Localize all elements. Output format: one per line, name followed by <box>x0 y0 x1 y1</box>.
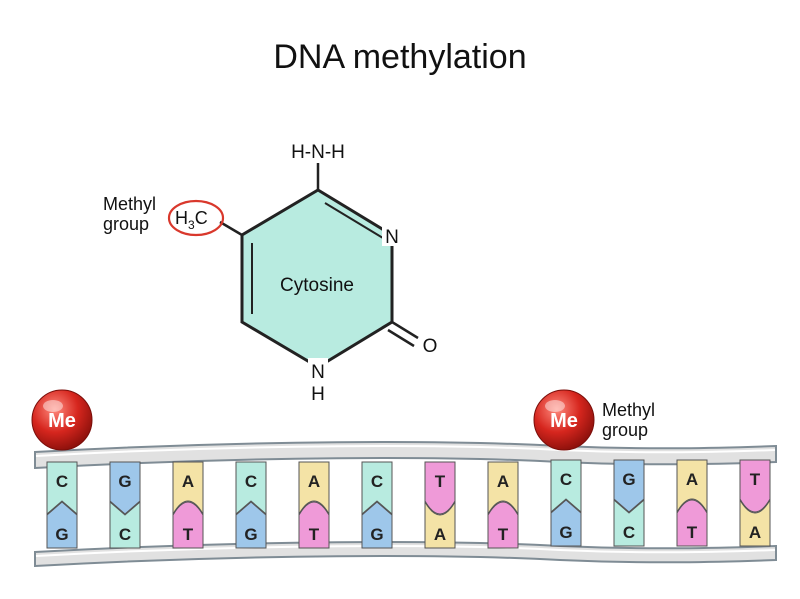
base-top <box>46 461 78 516</box>
cytosine-molecule: H-N-H N O N H Cytosine H3C <box>167 142 438 405</box>
base-top-label: A <box>497 472 509 491</box>
base-top <box>613 459 645 513</box>
base-top-label: C <box>245 472 257 491</box>
base-bottom <box>550 499 582 547</box>
methyl-label-line1: Methyl <box>602 400 656 420</box>
base-pair: CG <box>550 459 582 547</box>
base-pair: GC <box>109 461 141 549</box>
base-pair: TA <box>739 459 771 547</box>
page-title: DNA methylation <box>273 38 527 76</box>
base-bottom <box>298 501 330 549</box>
carbonyl-bond <box>391 320 419 340</box>
base-bottom <box>46 501 78 549</box>
base-top-label: G <box>118 472 131 491</box>
methyl-group-label-dna: Methyl group <box>602 400 655 440</box>
base-top <box>550 459 582 514</box>
base-bottom-label: T <box>309 525 320 544</box>
methyl-marker <box>533 389 595 451</box>
base-pair: GC <box>613 459 645 547</box>
cytosine-name-label: Cytosine <box>280 275 354 296</box>
base-bottom <box>739 498 771 547</box>
base-bottom-label: T <box>687 523 698 542</box>
methyl-bond <box>219 220 243 237</box>
methyl-marker-highlight <box>545 400 565 412</box>
base-top-label: T <box>750 470 761 489</box>
base-bottom <box>235 501 267 549</box>
methyl-highlight-ellipse <box>167 199 225 237</box>
base-top-label: C <box>560 470 572 489</box>
base-bottom <box>361 501 393 549</box>
base-bottom-label: C <box>623 523 635 542</box>
double-bond-c4-n3 <box>324 202 384 239</box>
base-bottom <box>487 501 519 549</box>
methyl-formula: H3C <box>175 208 208 232</box>
methyl-c: C <box>195 208 208 228</box>
base-pair: CG <box>46 461 78 549</box>
base-bottom <box>109 500 141 549</box>
base-bottom-label: G <box>55 525 68 544</box>
methyl-markers: Me Me <box>31 389 595 451</box>
base-bottom-label: C <box>119 525 131 544</box>
base-bottom-label: A <box>749 523 761 542</box>
base-pair: AT <box>172 461 204 549</box>
base-top <box>361 461 393 516</box>
nh-nitrogen-label: N <box>311 362 325 383</box>
methyl-h: H <box>175 208 188 228</box>
base-bottom <box>613 498 645 547</box>
methyl-group-label-molecule: Methyl group <box>103 194 156 234</box>
base-pair: AT <box>298 461 330 549</box>
base-top-label: A <box>182 472 194 491</box>
carbonyl-bond-double <box>387 328 415 348</box>
base-pair: CG <box>235 461 267 549</box>
methyl-label-line2: group <box>103 214 150 234</box>
base-bottom-label: G <box>559 523 572 542</box>
base-bottom <box>172 501 204 549</box>
base-bottom-label: G <box>244 525 257 544</box>
base-top-label: G <box>622 470 635 489</box>
methyl-marker <box>31 389 93 451</box>
base-pair: TA <box>424 461 456 549</box>
base-top <box>109 461 141 515</box>
base-top-label: T <box>435 472 446 491</box>
methyl-marker-label: Me <box>550 410 578 432</box>
methyl-label-line2: group <box>602 420 649 440</box>
methyl-marker-label: Me <box>48 410 76 432</box>
nh-hydrogen-label: H <box>311 384 325 405</box>
base-bottom <box>424 500 456 549</box>
base-bottom-label: T <box>183 525 194 544</box>
base-top-label: C <box>371 472 383 491</box>
methyl-marker-highlight <box>43 400 63 412</box>
ring-nitrogen-label: N <box>385 227 399 248</box>
base-top-label: A <box>686 470 698 489</box>
base-bottom-label: T <box>498 525 509 544</box>
base-bottom-label: G <box>370 525 383 544</box>
methyl-subscript: 3 <box>188 218 195 232</box>
methyl-label-line1: Methyl <box>103 194 157 214</box>
base-bottom <box>676 499 708 547</box>
base-top <box>235 461 267 516</box>
base-bottom-label: A <box>434 525 446 544</box>
carbonyl-oxygen-label: O <box>423 336 438 357</box>
amino-group-label: H-N-H <box>291 142 345 163</box>
base-pair: AT <box>487 461 519 549</box>
base-top-label: C <box>56 472 68 491</box>
base-pair: AT <box>676 459 708 547</box>
base-pair: CG <box>361 461 393 549</box>
base-top-label: A <box>308 472 320 491</box>
